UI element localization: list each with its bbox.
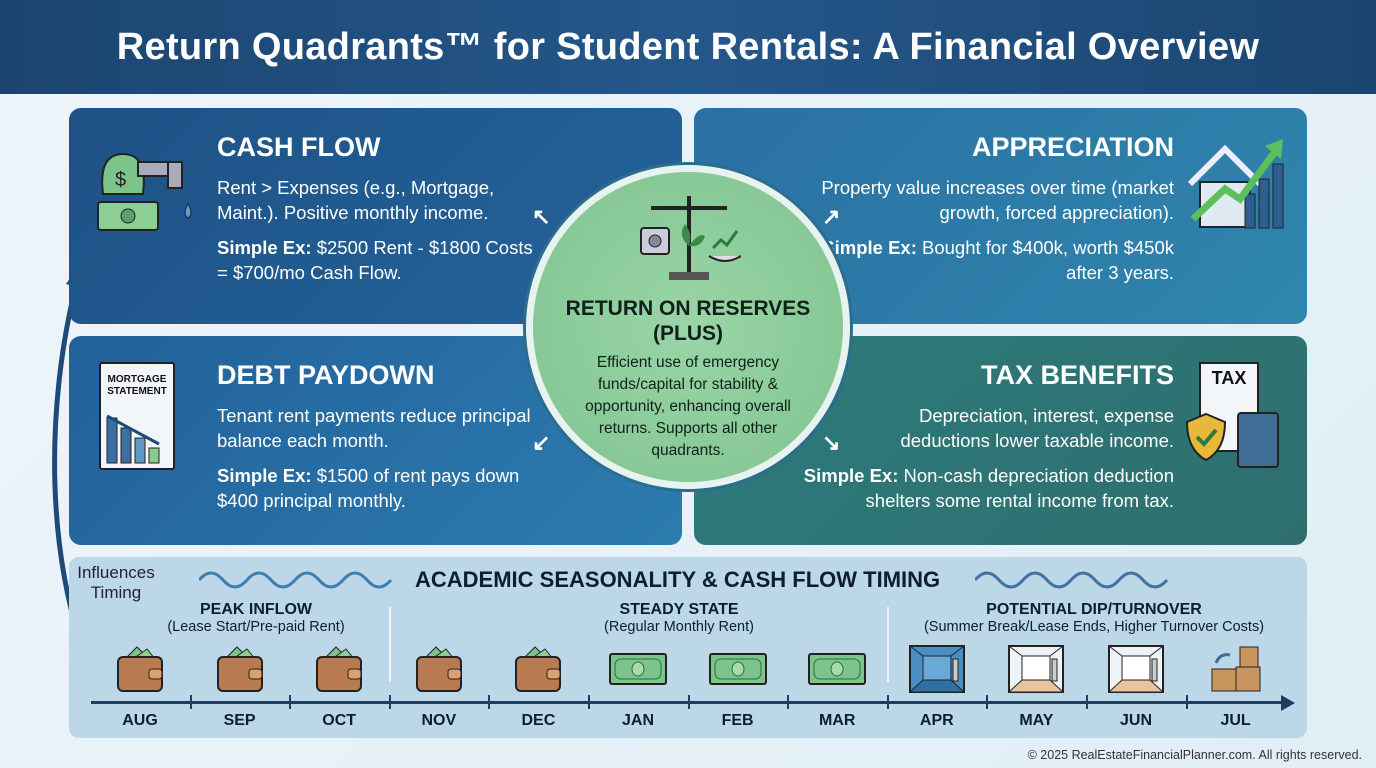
month-label: SEP bbox=[223, 712, 256, 729]
quadrant-title: APPRECIATION bbox=[971, 132, 1174, 162]
axis-tick bbox=[388, 695, 391, 709]
month-label: FEB bbox=[721, 712, 754, 729]
segment-potential-dip: POTENTIAL DIP/TURNOVER(Summer Break/Leas… bbox=[923, 601, 1265, 635]
wallet-cash-icon bbox=[414, 645, 464, 698]
balance-scale-icon bbox=[640, 196, 741, 280]
quadrant-example: Simple Ex: Bought for $400k, worth $450k… bbox=[822, 237, 1174, 283]
axis-tick bbox=[189, 695, 192, 709]
wave-right-icon bbox=[975, 571, 1169, 589]
quadrant-title: CASH FLOW bbox=[217, 132, 381, 162]
center-description: Efficient use of emergency funds/capital… bbox=[585, 354, 791, 459]
timeline-title: ACADEMIC SEASONALITY & CASH FLOW TIMING bbox=[415, 567, 941, 592]
axis-tick bbox=[687, 695, 690, 709]
dollar-bill-icon bbox=[808, 653, 867, 690]
axis-tick bbox=[588, 695, 590, 709]
quadrant-description: Rent > Expenses (e.g., Mortgage, Maint.)… bbox=[217, 177, 495, 223]
axis-tick bbox=[787, 695, 790, 709]
arrow-sw-icon: ↙ bbox=[532, 430, 551, 455]
quadrant-example: Simple Ex: $2500 Rent - $1800 Costs = $7… bbox=[217, 237, 533, 283]
month-label: MAY bbox=[1019, 712, 1054, 729]
arrow-se-icon: ↘ bbox=[822, 430, 841, 455]
axis-tick bbox=[1185, 695, 1188, 709]
wallet-cash-icon bbox=[513, 645, 563, 698]
arrow-ne-icon: ↗ bbox=[822, 204, 841, 229]
tax-form-shield-calculator-icon: TAX bbox=[1185, 362, 1285, 472]
wallet-cash-icon bbox=[314, 645, 364, 698]
axis-tick bbox=[986, 695, 989, 709]
month-label: OCT bbox=[322, 712, 357, 729]
month-label: AUG bbox=[122, 712, 158, 729]
month-label: DEC bbox=[521, 712, 556, 729]
month-label: JUN bbox=[1119, 712, 1152, 729]
house-growth-chart-icon bbox=[1187, 139, 1284, 229]
arrow-nw-icon: ↖ bbox=[532, 204, 551, 229]
axis-tick bbox=[289, 695, 292, 709]
influences-timing-label: Influences Timing bbox=[77, 563, 155, 602]
return-on-reserves-circle: RETURN ON RESERVES (PLUS) Efficient use … bbox=[526, 165, 850, 489]
money-bag-faucet-icon: $ bbox=[97, 152, 192, 231]
dollar-bill-icon bbox=[609, 653, 667, 690]
axis-tick bbox=[886, 695, 889, 709]
wave-left-icon bbox=[199, 571, 393, 589]
segment-divider bbox=[887, 607, 889, 682]
month-label: MAR bbox=[818, 712, 856, 729]
quadrant-example: Simple Ex: $1500 of rent pays down $400 … bbox=[217, 465, 520, 511]
empty-room-icon bbox=[1008, 645, 1065, 698]
segment-divider bbox=[389, 607, 391, 682]
segment-peak-inflow: PEAK INFLOW(Lease Start/Pre-paid Rent) bbox=[167, 601, 345, 635]
month-label: JUL bbox=[1220, 712, 1251, 729]
seasonality-timeline: Influences Timing ACADEMIC SEASONALITY &… bbox=[69, 557, 1307, 738]
copyright-footer: © 2025 RealEstateFinancialPlanner.com. A… bbox=[1027, 748, 1362, 762]
center-title: RETURN ON RESERVES (PLUS) bbox=[565, 297, 811, 345]
wallet-cash-icon bbox=[115, 645, 165, 698]
wallet-cash-icon bbox=[215, 645, 265, 698]
empty-room-icon bbox=[1107, 645, 1165, 698]
header: Return Quadrants™ for Student Rentals: A… bbox=[0, 0, 1376, 94]
month-label: APR bbox=[919, 712, 954, 729]
quadrant-title: DEBT PAYDOWN bbox=[217, 360, 435, 390]
quadrant-description: Depreciation, interest, expense deductio… bbox=[900, 405, 1174, 451]
dollar-bill-icon bbox=[708, 653, 767, 690]
moving-boxes-icon bbox=[1208, 645, 1264, 698]
axis-tick bbox=[488, 695, 491, 709]
axis-arrowhead-icon bbox=[1281, 695, 1295, 711]
month-label: NOV bbox=[421, 712, 457, 729]
quadrant-title: TAX BENEFITS bbox=[980, 360, 1174, 390]
quadrant-description: Property value increases over time (mark… bbox=[821, 177, 1174, 223]
month-label: JAN bbox=[621, 712, 654, 729]
mortgage-statement-icon: MORTGAGE STATEMENT bbox=[99, 362, 175, 470]
svg-text:$: $ bbox=[115, 169, 126, 191]
quadrant-example: Simple Ex: Non-cash depreciation deducti… bbox=[803, 465, 1174, 511]
empty-room-icon bbox=[908, 645, 966, 698]
quadrant-description: Tenant rent payments reduce principal ba… bbox=[217, 405, 531, 451]
axis-tick bbox=[1086, 695, 1088, 709]
segment-steady-state: STEADY STATE(Regular Monthly Rent) bbox=[604, 601, 754, 635]
page-title: Return Quadrants™ for Student Rentals: A… bbox=[116, 25, 1260, 68]
